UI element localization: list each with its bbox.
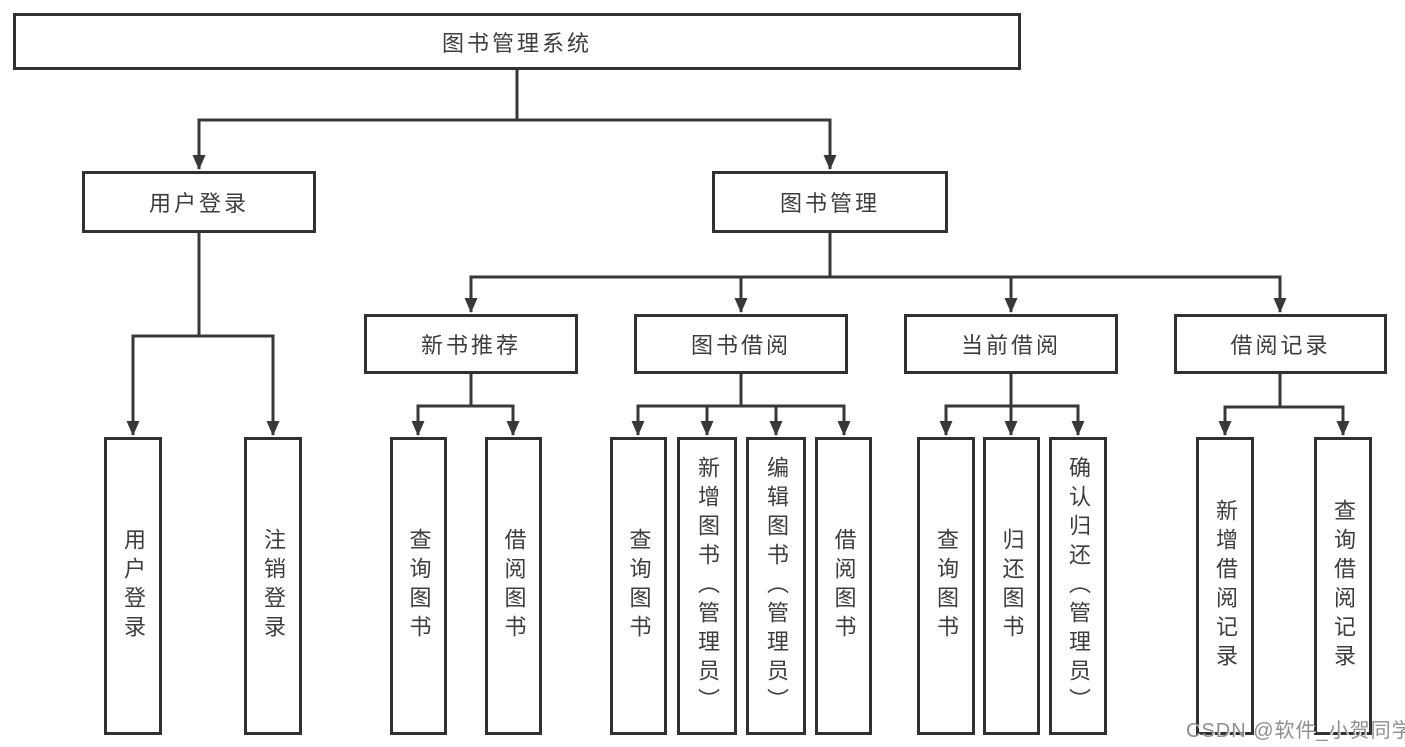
leaf-borrow-books-recommend: 借阅图书	[485, 437, 542, 735]
leaf-borrow-books: 借阅图书	[815, 437, 872, 735]
connector-new-books-to-leaf1	[411, 374, 473, 436]
leaf-query-books-recommend: 查询图书	[390, 437, 447, 735]
leaf-user-login: 用户登录	[104, 437, 162, 735]
connector-new-books-to-leaf2	[469, 374, 520, 436]
node-borrow-records: 借阅记录	[1174, 314, 1387, 374]
connector-book-mgmt-to-book-borrow	[734, 233, 832, 313]
connector-book-mgmt-to-current-borrow	[828, 233, 1018, 313]
node-new-book-recommend: 新书推荐	[364, 314, 578, 374]
node-book-management: 图书管理	[712, 171, 948, 233]
node-root-system: 图书管理系统	[13, 13, 1021, 70]
connector-book-borrow-to-leaf4	[739, 374, 851, 436]
node-book-borrowing: 图书借阅	[634, 314, 848, 374]
connector-user-login-to-leaf1	[126, 233, 201, 436]
connector-current-borrow-to-leaf3	[1009, 374, 1085, 436]
csdn-watermark: CSDN @软件_小贺同学	[1186, 720, 1405, 742]
leaf-add-borrow-record: 新增借阅记录	[1196, 437, 1254, 735]
leaf-query-books-current: 查询图书	[917, 437, 975, 735]
leaf-return-books: 归还图书	[983, 437, 1040, 735]
leaf-add-books-admin: 新增图书（管理员）	[677, 437, 737, 735]
leaf-edit-books-admin: 编辑图书（管理员）	[746, 437, 806, 735]
connector-current-borrow-to-leaf1	[939, 374, 1013, 436]
leaf-query-books-borrow: 查询图书	[610, 437, 667, 735]
node-current-borrowing: 当前借阅	[904, 314, 1118, 374]
leaf-query-borrow-record: 查询借阅记录	[1314, 437, 1372, 735]
connector-borrow-records-to-leaf1	[1218, 374, 1282, 436]
connector-root-to-user-login	[192, 70, 519, 170]
connector-root-to-book-mgmt	[515, 70, 837, 170]
connector-book-mgmt-to-new-books	[464, 233, 832, 313]
connector-book-borrow-to-leaf2	[700, 374, 743, 436]
connector-user-login-to-leaf2	[197, 233, 280, 436]
leaf-confirm-return-admin: 确认归还（管理员）	[1049, 437, 1107, 735]
connector-borrow-records-to-leaf2	[1278, 374, 1350, 436]
connector-book-mgmt-to-borrow-records	[828, 233, 1287, 313]
leaf-logout: 注销登录	[244, 437, 302, 735]
node-user-login: 用户登录	[82, 171, 316, 233]
